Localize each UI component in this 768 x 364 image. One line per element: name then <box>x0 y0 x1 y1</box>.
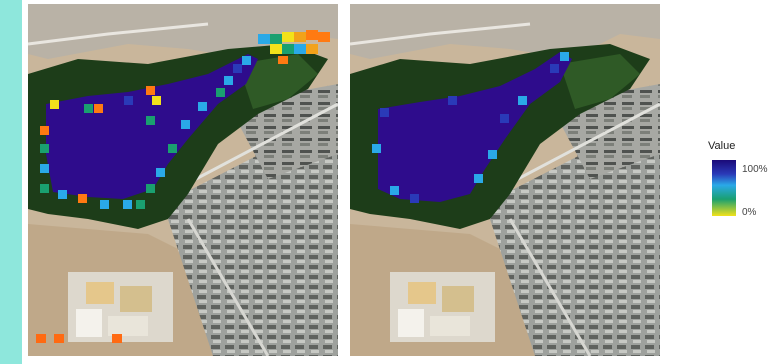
urban-area <box>485 114 660 356</box>
legend-color-ramp <box>712 160 736 216</box>
legend-title: Value <box>708 140 736 152</box>
edge-cells <box>372 52 569 203</box>
edge-cells <box>40 56 251 209</box>
left-map <box>28 4 338 356</box>
probability-overlay <box>378 52 572 202</box>
legend: Value 100% 0% <box>708 140 768 230</box>
right-map-panel <box>350 4 660 356</box>
urban-area <box>163 114 338 356</box>
top-right-strip <box>258 30 330 64</box>
left-map-panel <box>28 4 338 356</box>
probability-overlay <box>46 54 258 199</box>
right-map <box>350 4 660 356</box>
map-comparison-card: Value 100% 0% <box>22 0 768 364</box>
legend-min-label: 0% <box>742 207 757 218</box>
legend-max-label: 100% <box>742 164 768 175</box>
